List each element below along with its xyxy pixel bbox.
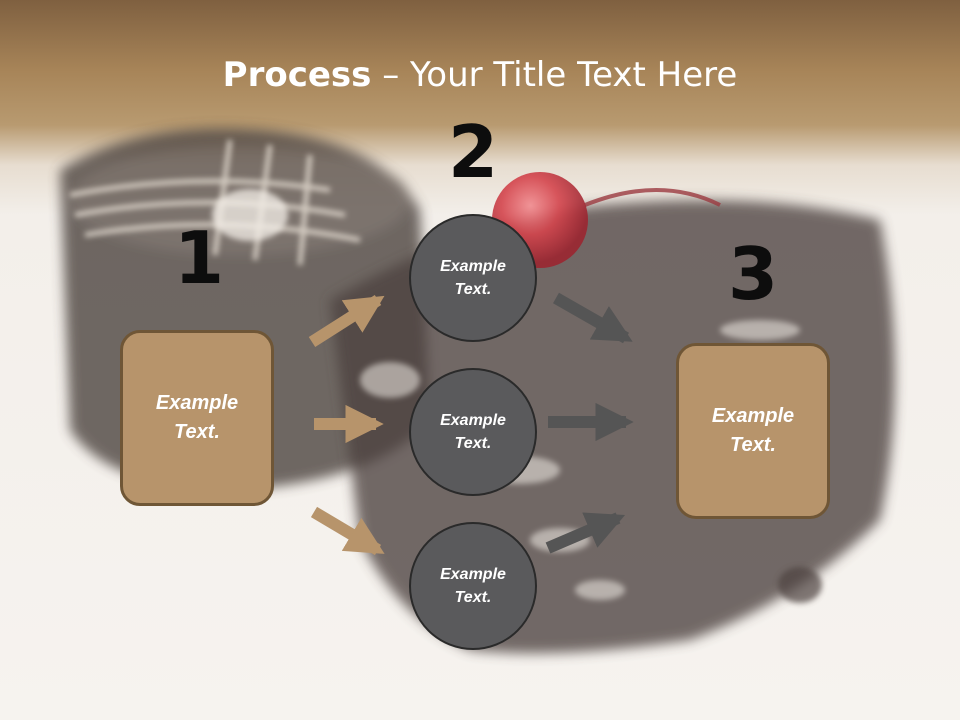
step-number-3: 3	[727, 232, 779, 316]
middle-circle-bottom: Example Text.	[409, 522, 537, 650]
step-number-1: 1	[173, 216, 225, 300]
middle-circle-top-text: Example Text.	[440, 258, 506, 298]
arrow-bottom-to-3	[545, 512, 626, 554]
step-1-text: Example Text.	[155, 392, 239, 443]
middle-circle-bottom-text: Example Text.	[440, 566, 506, 606]
title-rest: Your Title Text Here	[410, 55, 738, 95]
arrow-top-to-3	[553, 292, 633, 344]
step-number-2: 2	[447, 110, 499, 194]
middle-circle-top: Example Text.	[409, 214, 537, 342]
title-bold: Process	[222, 55, 372, 95]
middle-circle-center-text: Example Text.	[440, 412, 506, 452]
title-separator: –	[371, 55, 411, 95]
step-3-text: Example Text.	[711, 405, 795, 456]
arrow-1-to-top	[308, 294, 385, 348]
slide-title: Process – Your Title Text Here	[0, 52, 960, 98]
middle-circle-center: Example Text.	[409, 368, 537, 496]
arrow-1-to-bottom	[310, 506, 385, 556]
step-3-box: Example Text.	[676, 343, 830, 519]
step-1-box: Example Text.	[120, 330, 274, 506]
